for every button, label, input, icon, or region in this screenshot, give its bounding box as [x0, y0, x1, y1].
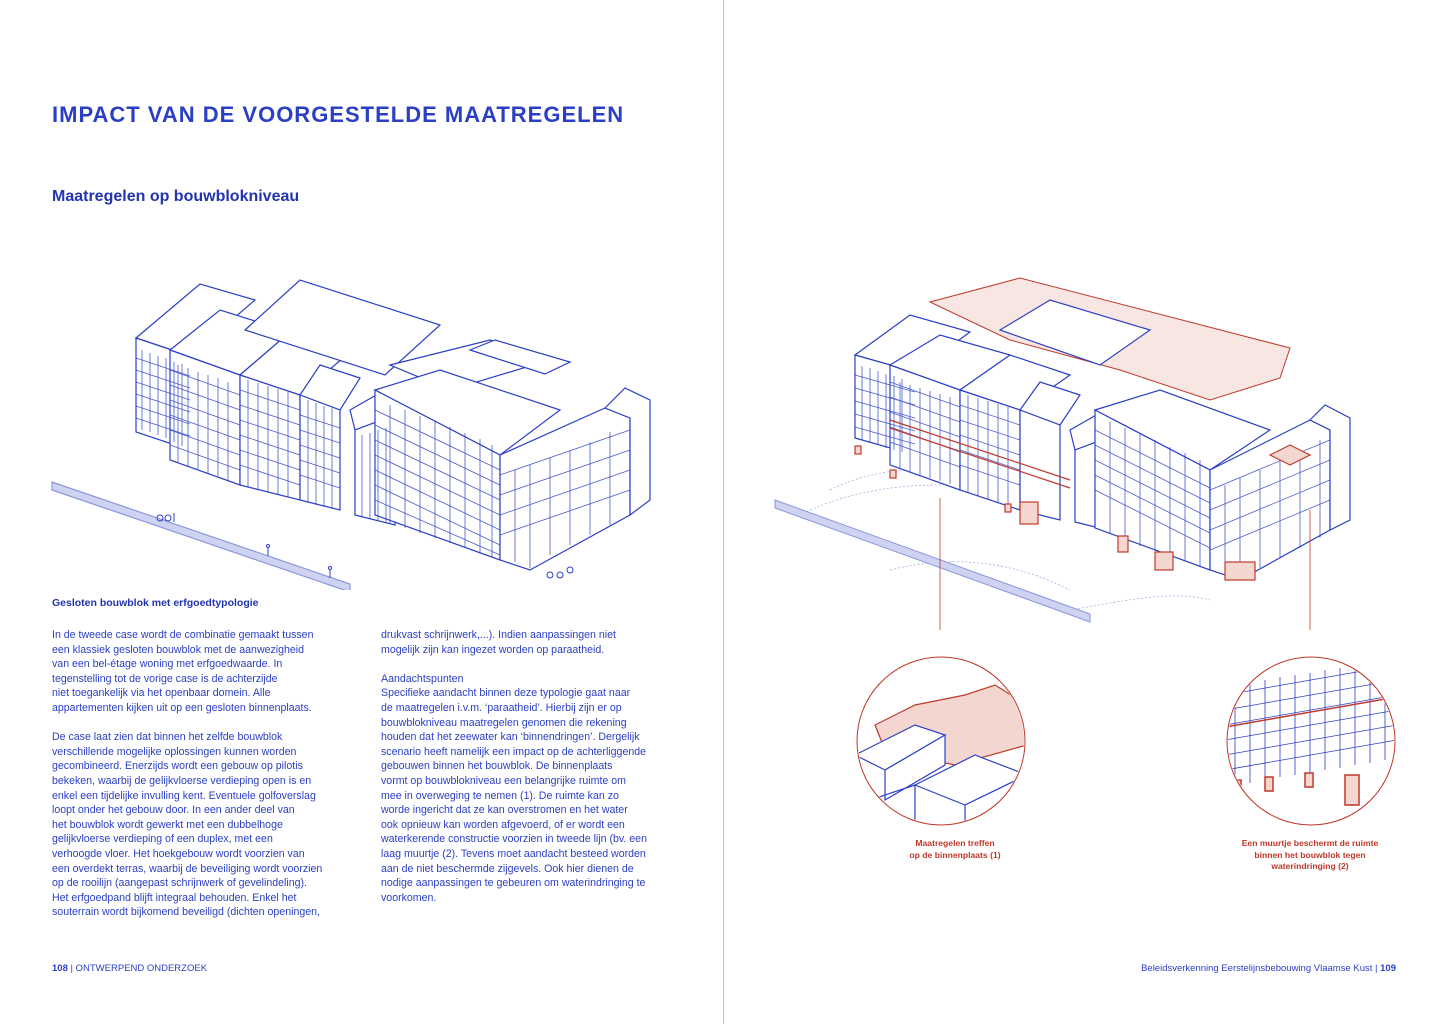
- paragraph: Aandachtspunten Specifieke aandacht binn…: [381, 672, 647, 904]
- section-subtitle: Maatregelen op bouwblokniveau: [52, 188, 300, 205]
- caption-courtyard: Maatregelen treffen op de binnenplaats (…: [909, 838, 1001, 860]
- section-heading: Gesloten bouwblok met erfgoedtypologie: [52, 597, 259, 609]
- footer-right: Beleidsverkenning Eerstelijnsbebouwing V…: [1141, 963, 1396, 974]
- body-column-2: drukvast schrijnwerk,...). Indien aanpas…: [381, 628, 681, 920]
- footer-label: Beleidsverkenning Eerstelijnsbebouwing V…: [1141, 963, 1373, 974]
- detail-circle-wall: [1226, 656, 1396, 826]
- footer-separator: |: [70, 963, 76, 974]
- building-block-isometric-drawing: [51, 279, 651, 590]
- building-block-measures-drawing: [774, 277, 1351, 630]
- page-number: 109: [1380, 963, 1396, 974]
- detail-circle-courtyard: [856, 656, 1026, 826]
- footer-separator: |: [1375, 963, 1381, 974]
- paragraph: drukvast schrijnwerk,...). Indien aanpas…: [381, 629, 616, 656]
- footer-left: 108 | ONTWERPEND ONDERZOEK: [52, 963, 207, 974]
- page-number: 108: [52, 963, 68, 974]
- page-title: IMPACT VAN DE VOORGESTELDE MAATREGELEN: [52, 102, 625, 127]
- footer-label: ONTWERPEND ONDERZOEK: [75, 963, 208, 974]
- paragraph: De case laat zien dat binnen het zelfde …: [52, 731, 323, 919]
- caption-wall: Een muurtje beschermt de ruimte binnen h…: [1241, 838, 1379, 871]
- left-page: IMPACT VAN DE VOORGESTELDE MAATREGELEN M…: [0, 0, 723, 1024]
- page-spine: [723, 0, 724, 1024]
- right-page: Maatregelen treffen op de binnenplaats (…: [725, 0, 1448, 1024]
- body-column-1: In de tweede case wordt de combinatie ge…: [52, 628, 352, 934]
- paragraph: In de tweede case wordt de combinatie ge…: [52, 629, 314, 714]
